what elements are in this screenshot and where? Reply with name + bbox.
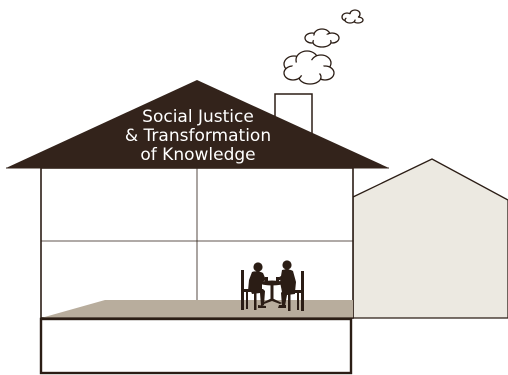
smoke-cloud-medium [304, 28, 340, 48]
house-walls [40, 167, 354, 319]
right-chair [288, 271, 304, 311]
neighbor-house [352, 158, 508, 319]
smoke-cloud-large [283, 50, 335, 85]
left-person [248, 262, 268, 308]
roof [6, 80, 389, 169]
smoke-cloud-small [341, 9, 364, 24]
right-person [276, 260, 296, 308]
smoke-cloud-icon [283, 9, 364, 85]
roof-title-line-1: Social Justice [142, 107, 254, 127]
roof-title: Social Justice & Transformation of Knowl… [125, 107, 271, 165]
two-people-at-table-icon [241, 260, 304, 311]
roof-title-line-3: of Knowledge [140, 145, 255, 165]
roof-title-line-2: & Transformation [125, 126, 271, 146]
house-foundation [39, 317, 353, 375]
